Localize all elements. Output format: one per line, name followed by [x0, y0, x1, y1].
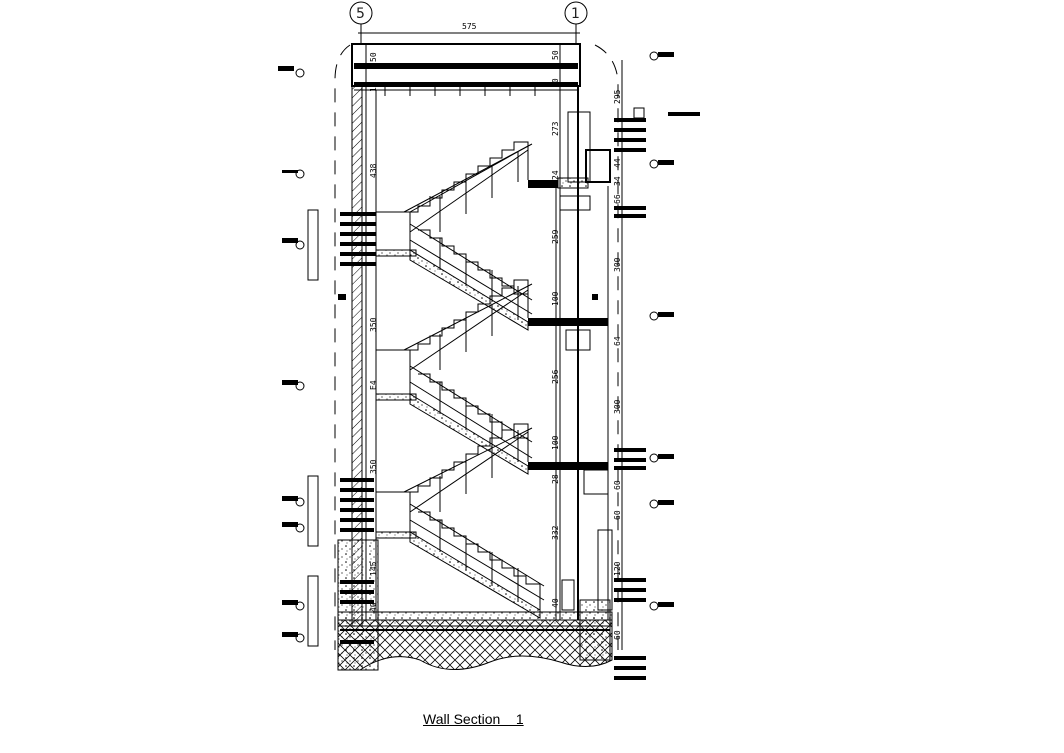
dim-left-base: 40	[369, 602, 378, 612]
dim-inner-4: 24	[551, 170, 560, 180]
right-openings	[559, 195, 613, 611]
dim-left-floor-1: 350	[369, 459, 378, 474]
dim-inner-3: 273	[551, 121, 560, 136]
right-dimension-strip: 295 44 34 66 300 64 300 60 60 120 60	[613, 60, 623, 650]
dim-right-7: 300	[613, 399, 622, 414]
grid-axis-right: 1	[564, 1, 588, 25]
top-dimension-text: 575	[462, 22, 477, 31]
grid-label-right: 1	[571, 6, 580, 22]
roof-joists	[384, 86, 561, 96]
stair-flight-2-down	[409, 223, 533, 331]
dim-inner-8: 100	[551, 435, 560, 450]
dim-inner-9: 28	[551, 474, 560, 484]
dim-left-floor-2: 350	[369, 317, 378, 332]
dim-inner-1: 50	[551, 50, 560, 60]
dim-right-10: 120	[613, 561, 622, 576]
dim-inner-2: 10	[551, 78, 560, 88]
dim-inner-5: 259	[551, 229, 560, 244]
dim-inner-6: 100	[551, 291, 560, 306]
dim-right-5: 300	[613, 257, 622, 272]
dim-right-11: 60	[613, 630, 622, 640]
dim-right-2: 44	[613, 158, 622, 168]
dim-left-roof: 50	[369, 52, 378, 62]
dim-inner-10: 332	[551, 525, 560, 540]
dim-right-4: 66	[613, 194, 622, 204]
stair-flight-5-up	[403, 423, 533, 513]
dim-left-small-top: 10	[369, 82, 378, 92]
landings	[375, 180, 608, 539]
stair-flight-1-up	[403, 141, 533, 233]
level-markers-left	[278, 66, 346, 643]
grid-label-left: 5	[356, 6, 365, 22]
dim-left-floor-3: 438	[369, 163, 378, 178]
dim-inner-7: 256	[551, 369, 560, 384]
drawing-caption: Wall Section 1	[423, 711, 524, 727]
right-window-top	[557, 111, 611, 189]
dim-right-8: 60	[613, 480, 622, 490]
stair-flight-3-up	[403, 279, 533, 371]
dim-right-3: 34	[613, 176, 622, 186]
roof-slab	[351, 43, 581, 91]
grid-axis-left: 5	[349, 1, 373, 25]
stair-flight-4-down	[409, 365, 533, 475]
inner-dimension-strip: 50 10 273 24 259 100 256 100 28 332 40	[551, 44, 561, 620]
rebar-bundle-left-upper	[307, 209, 376, 281]
foundation	[337, 539, 613, 671]
stair-flight-6-down	[409, 503, 545, 619]
dim-right-6: 64	[613, 336, 622, 346]
left-dimension-strip: 50 438 350 350 145 40 10 E4	[365, 44, 378, 620]
dim-right-9: 60	[613, 510, 622, 520]
rebar-bundle-left-lower	[307, 475, 374, 647]
right-wall	[555, 86, 609, 620]
left-boundary-dashed	[334, 44, 351, 650]
right-boundary-dashed	[594, 44, 619, 650]
dim-left-ground: 145	[369, 561, 378, 576]
dim-right-1: 295	[613, 89, 622, 104]
level-markers-right	[649, 51, 700, 611]
railings	[409, 145, 529, 602]
dim-inner-11: 40	[551, 598, 560, 608]
rebar-bundle-right	[614, 107, 646, 680]
dim-left-small-mid: E4	[369, 380, 378, 390]
